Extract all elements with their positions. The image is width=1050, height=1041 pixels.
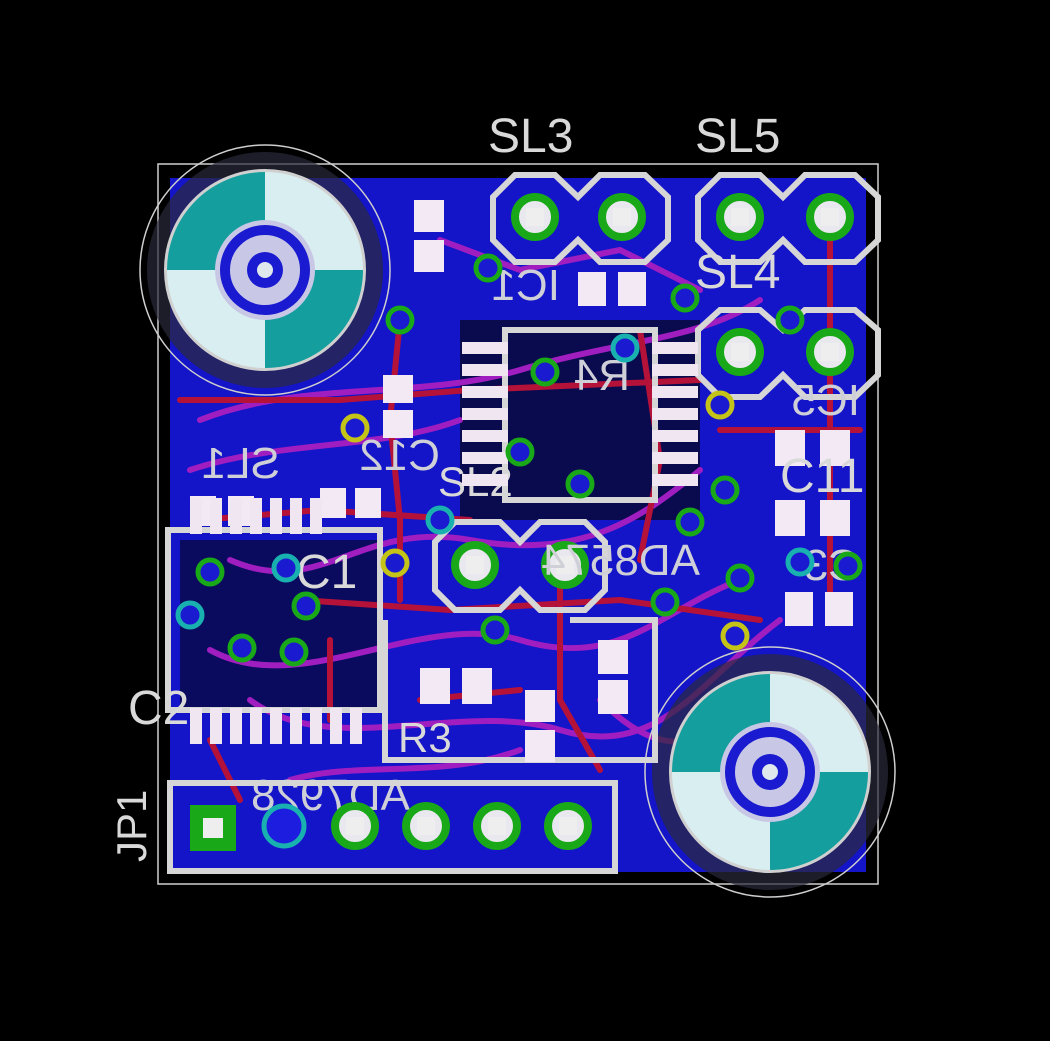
label-c12: C12	[359, 431, 440, 480]
ad7928-pins-top	[190, 498, 322, 534]
label-ic1: IC1	[492, 261, 560, 310]
label-sl3: SL3	[488, 110, 573, 163]
label-c2: C2	[128, 682, 189, 735]
vias	[175, 253, 863, 667]
ad7928-package[interactable]	[165, 498, 383, 744]
header-sl3[interactable]	[490, 172, 671, 265]
ad7928-pins-bottom	[190, 708, 362, 744]
label-sl1: SL1	[202, 439, 280, 488]
header-jp1[interactable]	[167, 780, 618, 874]
label-c11: C11	[780, 450, 865, 503]
ic1-pins-right	[652, 342, 698, 486]
ic1-pins-left	[462, 342, 508, 486]
r3-pads[interactable]	[525, 690, 555, 762]
label-jp1: JP1	[108, 790, 155, 862]
c1-capacitor[interactable]	[382, 617, 658, 763]
mount-hole-bottom-right	[644, 646, 896, 898]
label-ad8574: AD8574	[541, 536, 700, 585]
c-vertical-pads[interactable]	[383, 375, 413, 438]
label-c1: C1	[296, 546, 357, 599]
mount-hole-top-left	[139, 144, 391, 396]
r4-pads[interactable]	[578, 272, 646, 306]
header-sl2[interactable]	[432, 519, 608, 613]
label-ic5: IC5	[792, 376, 860, 425]
header-sl5[interactable]	[695, 172, 881, 265]
c11-pads[interactable]	[775, 500, 850, 536]
label-r3: R3	[398, 714, 452, 761]
c12-pads[interactable]	[414, 200, 444, 272]
label-sl5: SL5	[695, 110, 780, 163]
ic1-package[interactable]	[462, 327, 698, 503]
ic5-pads[interactable]	[775, 430, 850, 466]
label-sl4: SL4	[695, 246, 780, 299]
d-pads-vertical[interactable]	[598, 640, 628, 714]
board-outline	[157, 163, 879, 885]
c3-pads[interactable]	[785, 592, 853, 626]
